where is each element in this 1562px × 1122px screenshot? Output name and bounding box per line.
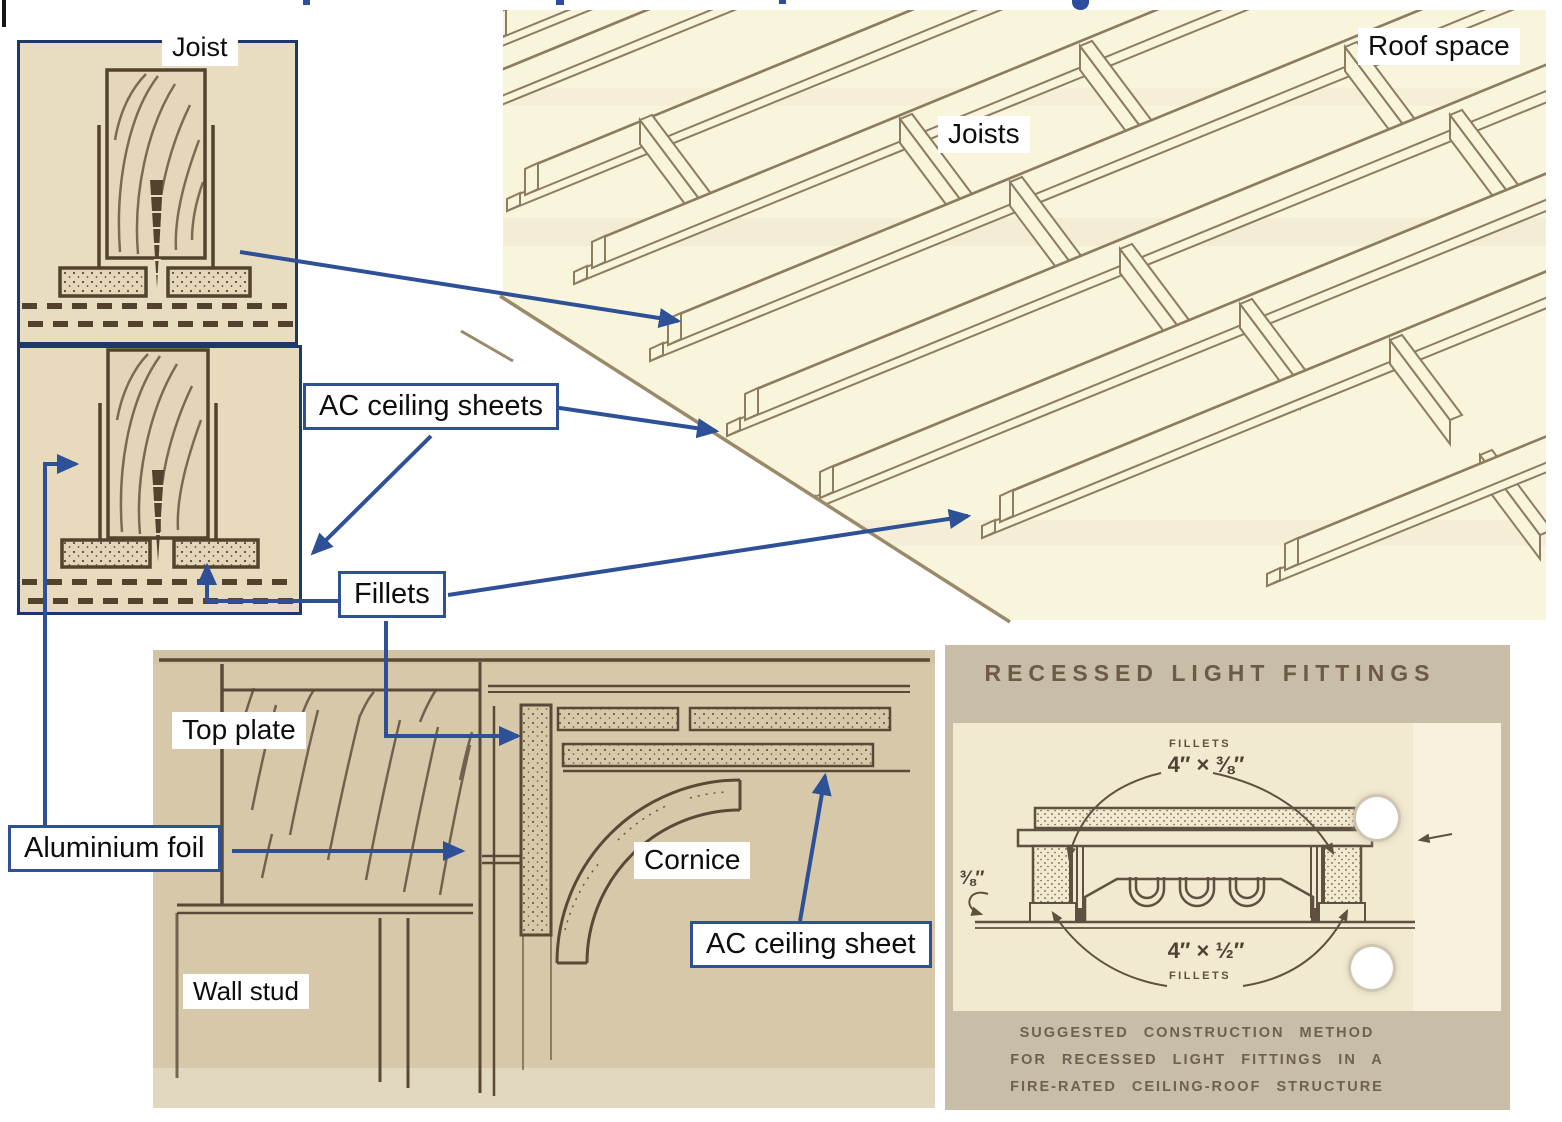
roof-space-isometric-panel bbox=[503, 10, 1546, 620]
roof-space-drawing bbox=[503, 10, 1546, 620]
recessed-caption-line: SUGGESTED CONSTRUCTION METHOD bbox=[1019, 1025, 1375, 1041]
ceiling-strap bbox=[97, 125, 215, 268]
recessed-light-drawing bbox=[953, 723, 1501, 1011]
label-aluminium-foil: Aluminium foil bbox=[8, 825, 221, 873]
fixing-screw bbox=[150, 180, 164, 288]
label-ac-ceiling-sheet: AC ceiling sheet bbox=[690, 921, 932, 969]
punch-hole bbox=[1351, 947, 1393, 989]
leader-arcs bbox=[968, 772, 1453, 987]
joist-detail-drawing-2 bbox=[22, 348, 297, 604]
label-cornice: Cornice bbox=[634, 842, 751, 879]
cropped-text-fragment bbox=[556, 0, 564, 5]
recessed-light-fittings-panel bbox=[945, 645, 1510, 1110]
arrow-sheets-to-panel2 bbox=[310, 434, 433, 556]
label-fillets: Fillets bbox=[338, 571, 446, 619]
ceiling-foot-fillet bbox=[1029, 902, 1077, 923]
label-wall-stud: Wall stud bbox=[183, 974, 309, 1009]
fillets-blocks bbox=[58, 266, 252, 298]
recessed-caption-line: FIRE-RATED CEILING-ROOF STRUCTURE bbox=[1010, 1079, 1384, 1095]
label-top-plate: Top plate bbox=[172, 712, 306, 749]
light-fitting-trough bbox=[1083, 877, 1315, 922]
drawing-area-light-strip bbox=[1413, 723, 1501, 1011]
label-ac-ceiling-sheets: AC ceiling sheets bbox=[303, 383, 560, 431]
joist-detail-panel-2 bbox=[17, 345, 302, 615]
label-joist: Joist bbox=[162, 30, 238, 66]
scan-band bbox=[153, 1068, 935, 1108]
cropped-text-fragment bbox=[303, 0, 310, 5]
recessed-caption-line: FOR RECESSED LIGHT FITTINGS IN A bbox=[1010, 1052, 1384, 1068]
scan-band bbox=[153, 650, 935, 664]
sheet-thickness-dim: ⅜″ bbox=[959, 868, 985, 889]
fillets-top-label: FILLETS bbox=[1168, 738, 1232, 750]
cornice-moulding bbox=[555, 778, 742, 965]
fillets-top-size: 4″ × ⅜″ bbox=[1167, 752, 1245, 777]
punch-hole bbox=[1356, 797, 1398, 839]
fillet-verticals bbox=[1076, 846, 1318, 918]
fillets-bottom-size: 4″ × ½″ bbox=[1167, 938, 1245, 963]
fixing-screw bbox=[152, 470, 164, 562]
ceiling-sheets bbox=[556, 706, 910, 773]
joist-detail-drawing-1 bbox=[22, 68, 293, 327]
fillets-blocks bbox=[60, 538, 260, 569]
label-joists: Joists bbox=[938, 116, 1030, 153]
label-roof-space: Roof space bbox=[1358, 28, 1520, 65]
fillets-bottom-label: FILLETS bbox=[1168, 970, 1232, 982]
lamp-cups bbox=[1128, 877, 1266, 908]
ceiling-strap bbox=[98, 403, 218, 545]
joist-detail-panel-1 bbox=[17, 40, 298, 345]
ceiling-sheets-dashed bbox=[22, 303, 293, 327]
cropped-text-fragment bbox=[2, 0, 6, 27]
recessed-panel-title: RECESSED LIGHT FITTINGS bbox=[984, 660, 1436, 686]
cropped-text-fragment bbox=[779, 0, 786, 4]
cropped-text-fragment bbox=[1072, 0, 1089, 10]
wall-cornice-drawing bbox=[153, 650, 935, 1108]
ceiling-sheets-dashed bbox=[22, 579, 297, 604]
